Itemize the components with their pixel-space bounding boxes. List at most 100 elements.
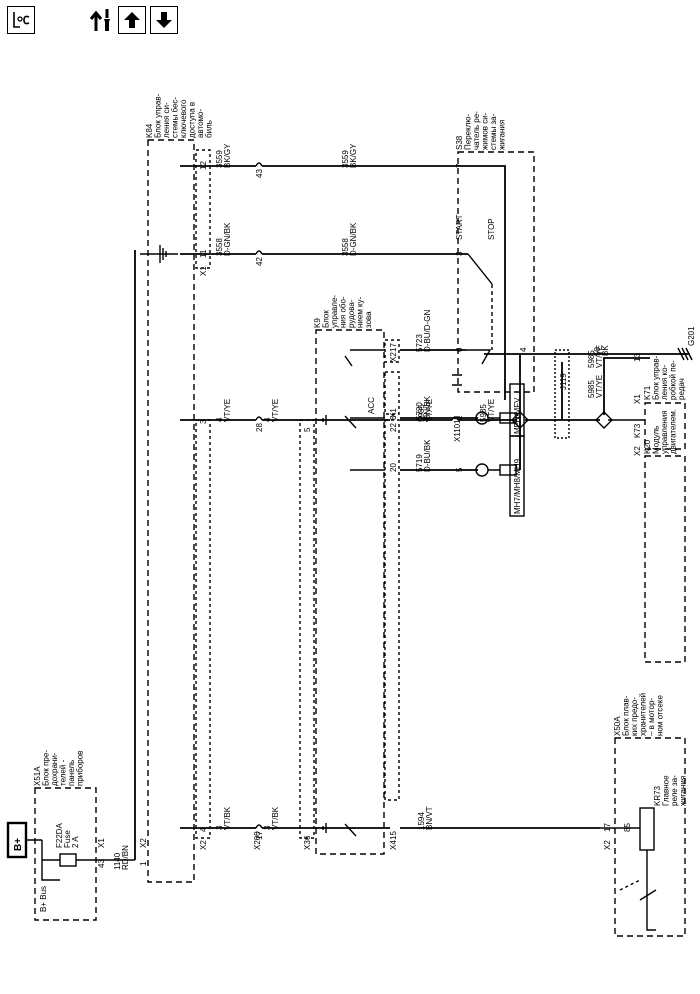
pin-k71-13: 13: [633, 353, 642, 362]
module-k20-line-3: двигателем.: [669, 409, 678, 454]
connector-x50a-x2: X2: [603, 840, 612, 850]
wire-color-label-0: RD/BN: [121, 845, 130, 870]
wire-circuit-label-10: 5720: [415, 402, 424, 420]
fuse-id: F22DA: [55, 822, 64, 848]
wire-color-label-12: BK: [601, 345, 610, 356]
module-k71-line-2: ления ко-: [660, 364, 669, 400]
wire-circuit-label-1: 3559: [215, 150, 224, 168]
bplus-bus-wire: [41, 840, 60, 881]
locator-button[interactable]: [7, 6, 35, 34]
module-k9-line-0: K9: [313, 318, 322, 328]
module-x51a-line-4: панель: [67, 760, 76, 786]
module-x50a-line-2: ких предо-: [630, 697, 639, 736]
wire-circuit-label-13: 5985: [417, 404, 426, 422]
k84-connector-x2-box: [195, 419, 211, 839]
resistor-run: [499, 464, 517, 476]
pin-k9-20: 20: [389, 463, 398, 472]
wire-color-label-13: VT/YE: [425, 399, 434, 422]
swap-view-button[interactable]: [88, 6, 116, 34]
fuse-name: Fuse: [63, 830, 72, 848]
pin-k84-11: 11: [199, 249, 208, 258]
s38-box: [457, 151, 535, 393]
module-x51a-line-5: приборов: [76, 751, 85, 786]
module-k9-line-1: Блок: [322, 310, 331, 328]
pin-inline-17: 17: [255, 831, 264, 840]
pin-k9-17: 17: [389, 343, 398, 352]
module-k9-line-5: нием ку-: [356, 296, 365, 328]
wire-color-label-11: D-BU/BK: [423, 439, 432, 472]
wire-circuit-label-4: 3558: [341, 238, 350, 256]
wire-color-label-10: BN/BK: [423, 395, 432, 420]
pin-k84-3: 3: [199, 419, 208, 424]
circuit-5985-to-k71: [603, 357, 650, 415]
module-x50a-line-5: ном отсеке: [656, 695, 665, 736]
wire-color-label-2: BK/GY: [349, 143, 358, 168]
pin-k9-8: 8: [389, 415, 398, 420]
module-s38-line-3: жимов си-: [481, 112, 490, 150]
x51a-box: [34, 787, 97, 921]
pin-inline-43: 43: [255, 169, 264, 178]
kr73-relay-coil: [639, 807, 655, 851]
previous-page-button[interactable]: [118, 6, 146, 34]
splice-mfh-mfv: [511, 411, 529, 429]
j119-box: [554, 349, 570, 439]
wire-circuit-label-12: 50: [593, 347, 602, 356]
kr73-relay-contact: [639, 850, 657, 931]
module-k20-line-1: Модуль: [652, 426, 661, 454]
module-x51a-line-1: Блок пре-: [42, 750, 51, 786]
wire-circuit-label-11: 5719: [415, 454, 424, 472]
next-page-button[interactable]: [150, 6, 178, 34]
wire-circuit-label-15: 5985: [587, 380, 596, 398]
connector-x51a-x1: X1: [97, 838, 106, 848]
module-k84-line-5: доступа в: [188, 102, 197, 138]
module-k84-line-0: K84: [145, 123, 154, 138]
connector-x51a-x2: X2: [139, 838, 148, 848]
wire-circuit-label-16: 5985: [587, 350, 596, 368]
option-mh7-box: [509, 435, 525, 517]
wire-color-label-1: BK/GY: [223, 143, 232, 168]
wire-color-label-9: D-BU/D-GN: [423, 310, 432, 352]
connector-x3: X3: [303, 840, 312, 850]
connector-x4: X4: [389, 840, 398, 850]
connector-x200: X200: [253, 831, 262, 850]
pin-s38-2: 2: [455, 415, 464, 420]
pin-s38-7: 7: [455, 163, 464, 168]
module-k84-line-7: биль: [205, 120, 214, 138]
wire-circuit-label-17: 1594: [417, 812, 426, 830]
module-kr73-line-3: жигания: [679, 776, 688, 806]
x3-connector-box: [299, 419, 315, 839]
wire-color-label-4: D-GN/BK: [349, 222, 358, 256]
wire-color-label-3: D-GN/BK: [223, 222, 232, 256]
wire-color-label-17: BN/VT: [425, 806, 434, 830]
wire-circuit-label-8: 3: [263, 825, 272, 830]
ground-g201: [677, 347, 693, 361]
connector-k9-x1: X1: [389, 408, 398, 418]
module-x51a-line-2: дохрани-: [50, 752, 59, 786]
pin-x50a-17: 17: [603, 823, 612, 832]
module-k71-line-3: робкой пе-: [669, 360, 678, 400]
pin-kr73-85: 85: [623, 823, 632, 832]
wire-color-label-15: VT/YE: [595, 375, 604, 398]
module-k9-line-3: ния обо-: [339, 296, 348, 328]
ground-k84: [159, 245, 167, 263]
pin-s38-3: 3: [455, 251, 464, 256]
k20-box: [644, 455, 686, 663]
wire-circuit-label-6: 4: [263, 417, 272, 422]
ground-k9-x3: [322, 823, 327, 833]
bplus-supply-box: [6, 821, 28, 859]
wire-color-label-8: VT/BK: [271, 806, 280, 830]
module-k71-line-0: K71: [643, 385, 652, 400]
ignition-stop-label: STOP: [487, 218, 496, 240]
pin-fuse-to-k84: 1: [139, 861, 148, 866]
k9-connector-x2-box: [384, 339, 400, 363]
module-s38-line-5: жигания: [498, 120, 507, 150]
k9-connector-x4-box: [384, 419, 400, 801]
pin-s38-6: 6: [455, 347, 464, 352]
module-k84-line-6: автомо-: [196, 109, 205, 138]
resistor-acc: [499, 412, 517, 424]
connector-k71-x1: X1: [633, 394, 642, 404]
module-k84-line-4: ключевого: [179, 99, 188, 138]
option-mfh-mfv-label: MFH/MFV: [513, 397, 522, 434]
circuit-3559-s38-side: [262, 165, 506, 400]
toolbar: [0, 0, 700, 40]
